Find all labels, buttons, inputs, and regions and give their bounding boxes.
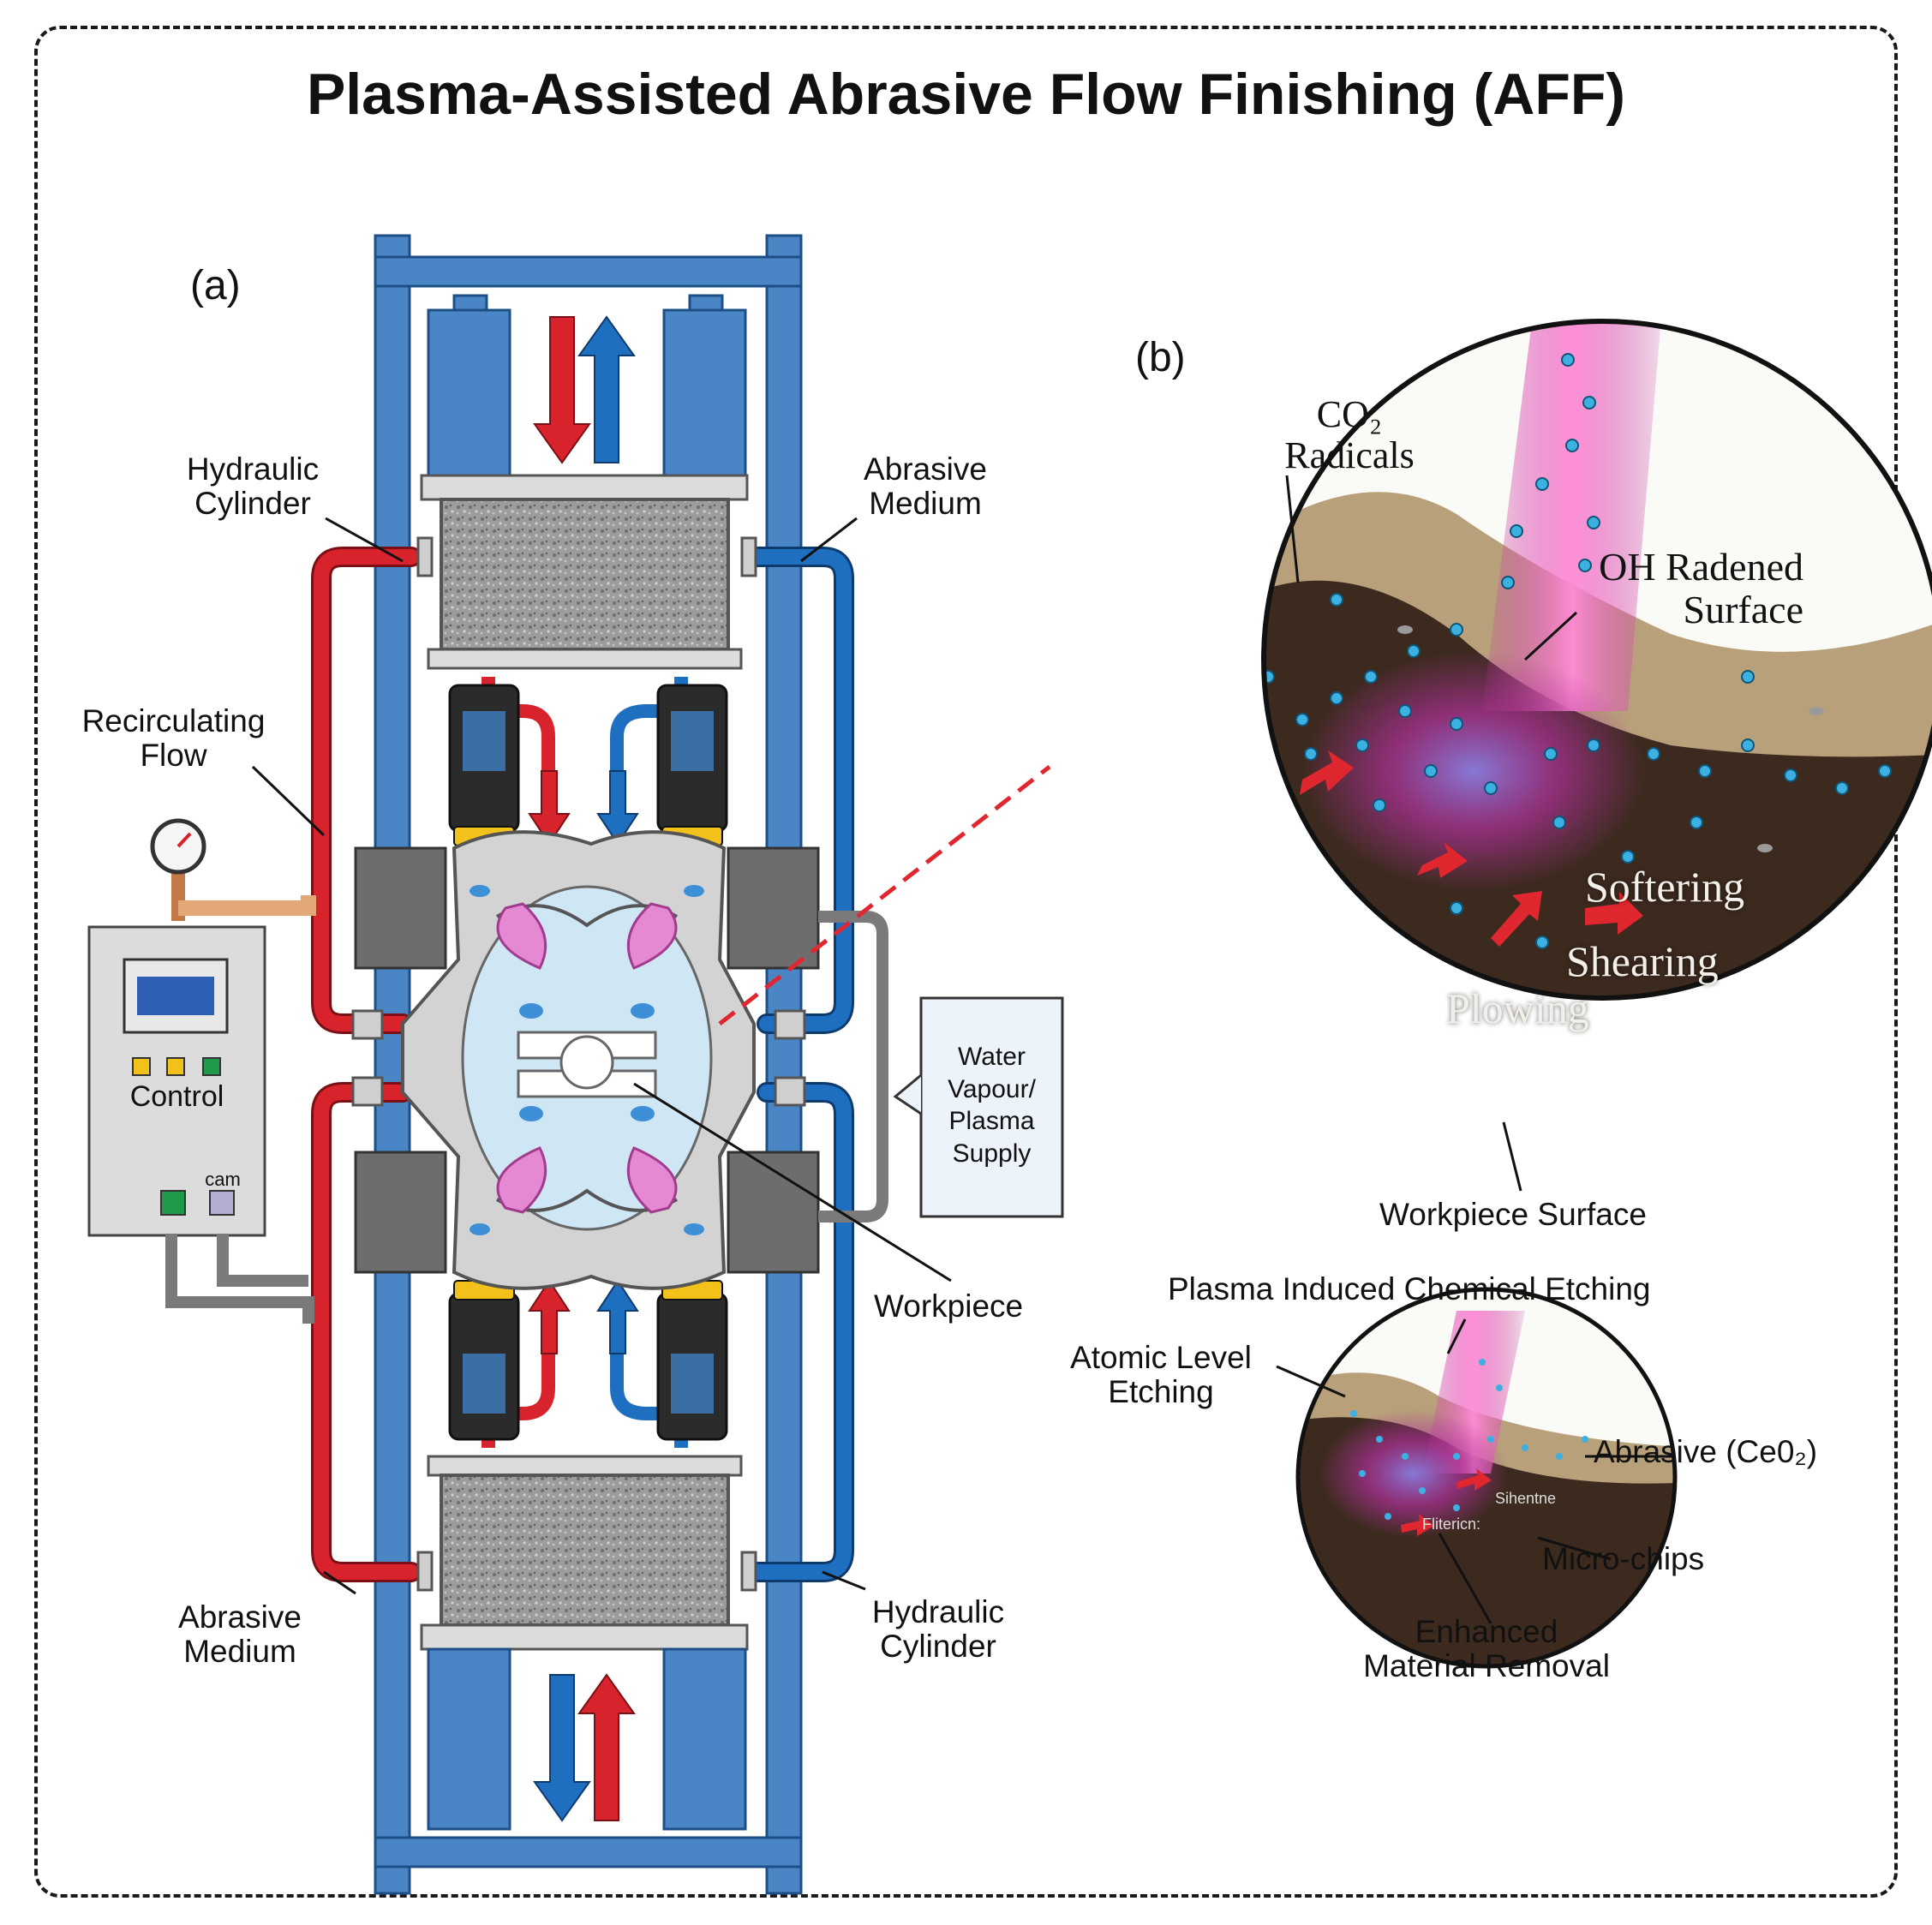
label-hydraulic-cylinder-top: Hydraulic Cylinder (186, 451, 320, 521)
side-clamps (354, 846, 820, 1274)
hose-fittings (351, 536, 806, 1592)
leader-lines-b (1285, 475, 1578, 1192)
piston-arrows (533, 315, 636, 1822)
label-abrasive-medium-top: Abrasive Medium (864, 451, 987, 521)
inner-flow-arrows (528, 770, 639, 1354)
diagram-title: Plasma-Assisted Abrasive Flow Finishing … (306, 62, 1626, 127)
workpiece-fixture (401, 830, 756, 1290)
label-oh-radened-surface: OH Radened Surface (1599, 545, 1803, 631)
label-recirculating-flow: Recirculating Flow (81, 703, 266, 773)
label-plasma-induced-etching: Plasma Induced Chemical Etching (1168, 1271, 1651, 1306)
label-control: Control (129, 1080, 224, 1113)
control-unit (87, 818, 316, 1324)
label-workpiece-surface: Workpiece Surface (1379, 1197, 1647, 1232)
bottom-medium-chamber (420, 1455, 749, 1651)
inset-text-2: Flitericn: (1422, 1515, 1480, 1533)
leader-lines-inset (1276, 1318, 1675, 1624)
label-shearing: Shearing (1566, 937, 1719, 985)
hydraulic-hoses (311, 547, 854, 1582)
label-enhanced-material-removal: Enhanced Material Removal (1363, 1614, 1610, 1683)
small-inset-circle: Sihentne Flitericn: (1295, 1287, 1678, 1669)
inset-text-1: Sihentne (1495, 1490, 1556, 1507)
label-workpiece: Workpiece (874, 1288, 1024, 1324)
label-hydraulic-cylinder-bottom: Hydraulic Cylinder (871, 1594, 1005, 1664)
label-abrasive-ceo2: Abrasive (Ce0₂) (1594, 1434, 1818, 1469)
label-control-small: cam (205, 1169, 241, 1190)
label-plowing: Plowing (1446, 984, 1589, 1032)
label-atomic-level-etching: Atomic Level Etching (1070, 1340, 1252, 1409)
dashed-border (34, 26, 1898, 1898)
zoom-line (718, 765, 1051, 1025)
label-co2-radicals: CO₂ Radicals (1284, 393, 1415, 476)
top-medium-chamber (420, 474, 749, 670)
label-abrasive-medium-bottom: Abrasive Medium (178, 1599, 302, 1669)
label-water-vapour-supply: Water Vapour/ Plasma Supply (948, 1043, 1036, 1168)
label-softering: Softering (1585, 863, 1745, 911)
machine-frame (374, 234, 803, 1895)
panel-label-b: (b) (1135, 335, 1186, 380)
magnified-circle (1261, 319, 1932, 1001)
label-micro-chips: Micro-chips (1542, 1541, 1705, 1576)
top-pistons (427, 294, 747, 483)
panel-label-a: (a) (190, 263, 241, 308)
bottom-pistons (427, 1647, 747, 1831)
abrasive-particles (1264, 353, 1892, 949)
water-vapour-box (818, 911, 1064, 1223)
leader-lines-a (251, 517, 952, 1595)
